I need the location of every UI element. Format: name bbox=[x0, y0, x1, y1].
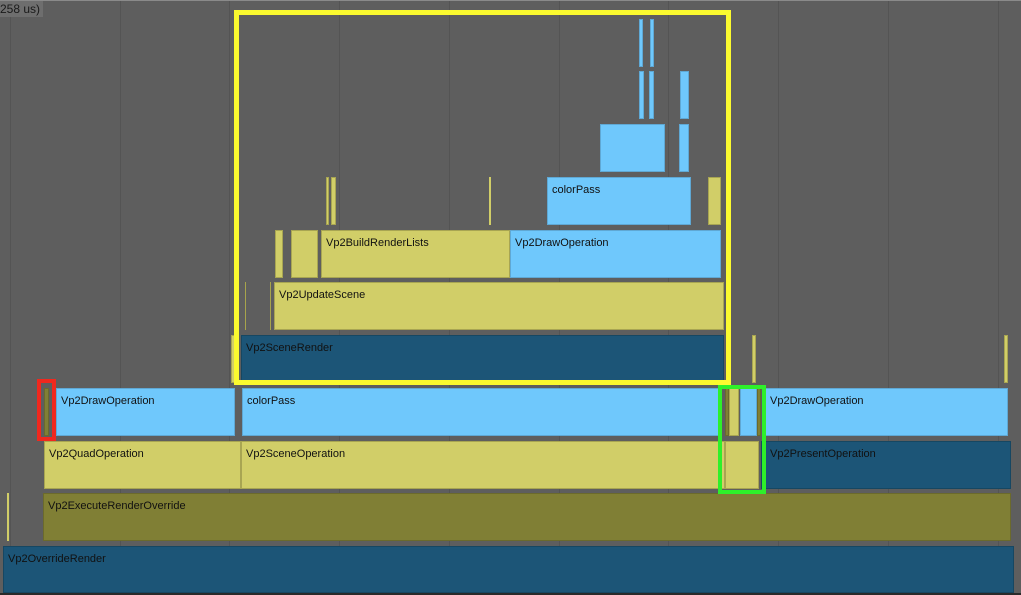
bottom-border bbox=[0, 593, 1021, 595]
event-bar[interactable] bbox=[649, 71, 654, 119]
event-vp2-override-render[interactable]: Vp2OverrideRender bbox=[3, 546, 1014, 593]
event-vp2-build-render-lists[interactable]: Vp2BuildRenderLists bbox=[321, 230, 510, 278]
event-bar[interactable] bbox=[291, 230, 318, 278]
grid-line bbox=[998, 1, 999, 593]
event-vp2-draw-operation-right[interactable]: Vp2DrawOperation bbox=[765, 388, 1008, 436]
top-border bbox=[0, 0, 1021, 1]
event-color-pass-inner[interactable]: colorPass bbox=[547, 177, 691, 225]
yellow-highlight-box bbox=[234, 10, 731, 385]
event-bar[interactable] bbox=[331, 177, 336, 225]
event-bar[interactable] bbox=[489, 177, 491, 225]
event-bar[interactable] bbox=[44, 388, 49, 436]
red-highlight-box bbox=[37, 379, 56, 441]
event-vp2-draw-operation-left[interactable]: Vp2DrawOperation bbox=[56, 388, 235, 436]
event-bar[interactable] bbox=[639, 71, 644, 119]
event-bar[interactable] bbox=[270, 282, 271, 330]
event-vp2-update-scene[interactable]: Vp2UpdateScene bbox=[274, 282, 724, 330]
event-bar[interactable] bbox=[752, 335, 756, 383]
time-range-label: 258 us) bbox=[0, 1, 44, 17]
event-vp2-quad-operation[interactable]: Vp2QuadOperation bbox=[44, 441, 241, 489]
event-bar[interactable] bbox=[708, 177, 721, 225]
event-bar[interactable] bbox=[7, 493, 9, 541]
event-vp2-scene-operation[interactable]: Vp2SceneOperation bbox=[241, 441, 725, 489]
event-bar[interactable] bbox=[679, 124, 689, 172]
grid-line bbox=[229, 1, 230, 593]
event-vp2-present-operation[interactable]: Vp2PresentOperation bbox=[761, 441, 1011, 489]
event-bar[interactable] bbox=[725, 441, 759, 489]
green-highlight-box bbox=[718, 385, 766, 494]
event-color-pass-main[interactable]: colorPass bbox=[242, 388, 722, 436]
event-bar[interactable] bbox=[275, 230, 283, 278]
grid-line bbox=[120, 1, 121, 593]
event-bar[interactable] bbox=[639, 19, 643, 67]
grid-line bbox=[10, 1, 11, 593]
event-vp2-draw-operation-inner[interactable]: Vp2DrawOperation bbox=[510, 230, 721, 278]
grid-line bbox=[778, 1, 779, 593]
event-bar[interactable] bbox=[650, 19, 654, 67]
event-bar[interactable] bbox=[326, 177, 329, 225]
grid-line bbox=[888, 1, 889, 593]
event-bar[interactable] bbox=[245, 282, 246, 330]
event-vp2-execute-render-override[interactable]: Vp2ExecuteRenderOverride bbox=[43, 493, 1011, 541]
event-bar[interactable] bbox=[600, 124, 665, 172]
event-bar[interactable] bbox=[680, 71, 689, 119]
event-bar[interactable] bbox=[1004, 335, 1008, 383]
